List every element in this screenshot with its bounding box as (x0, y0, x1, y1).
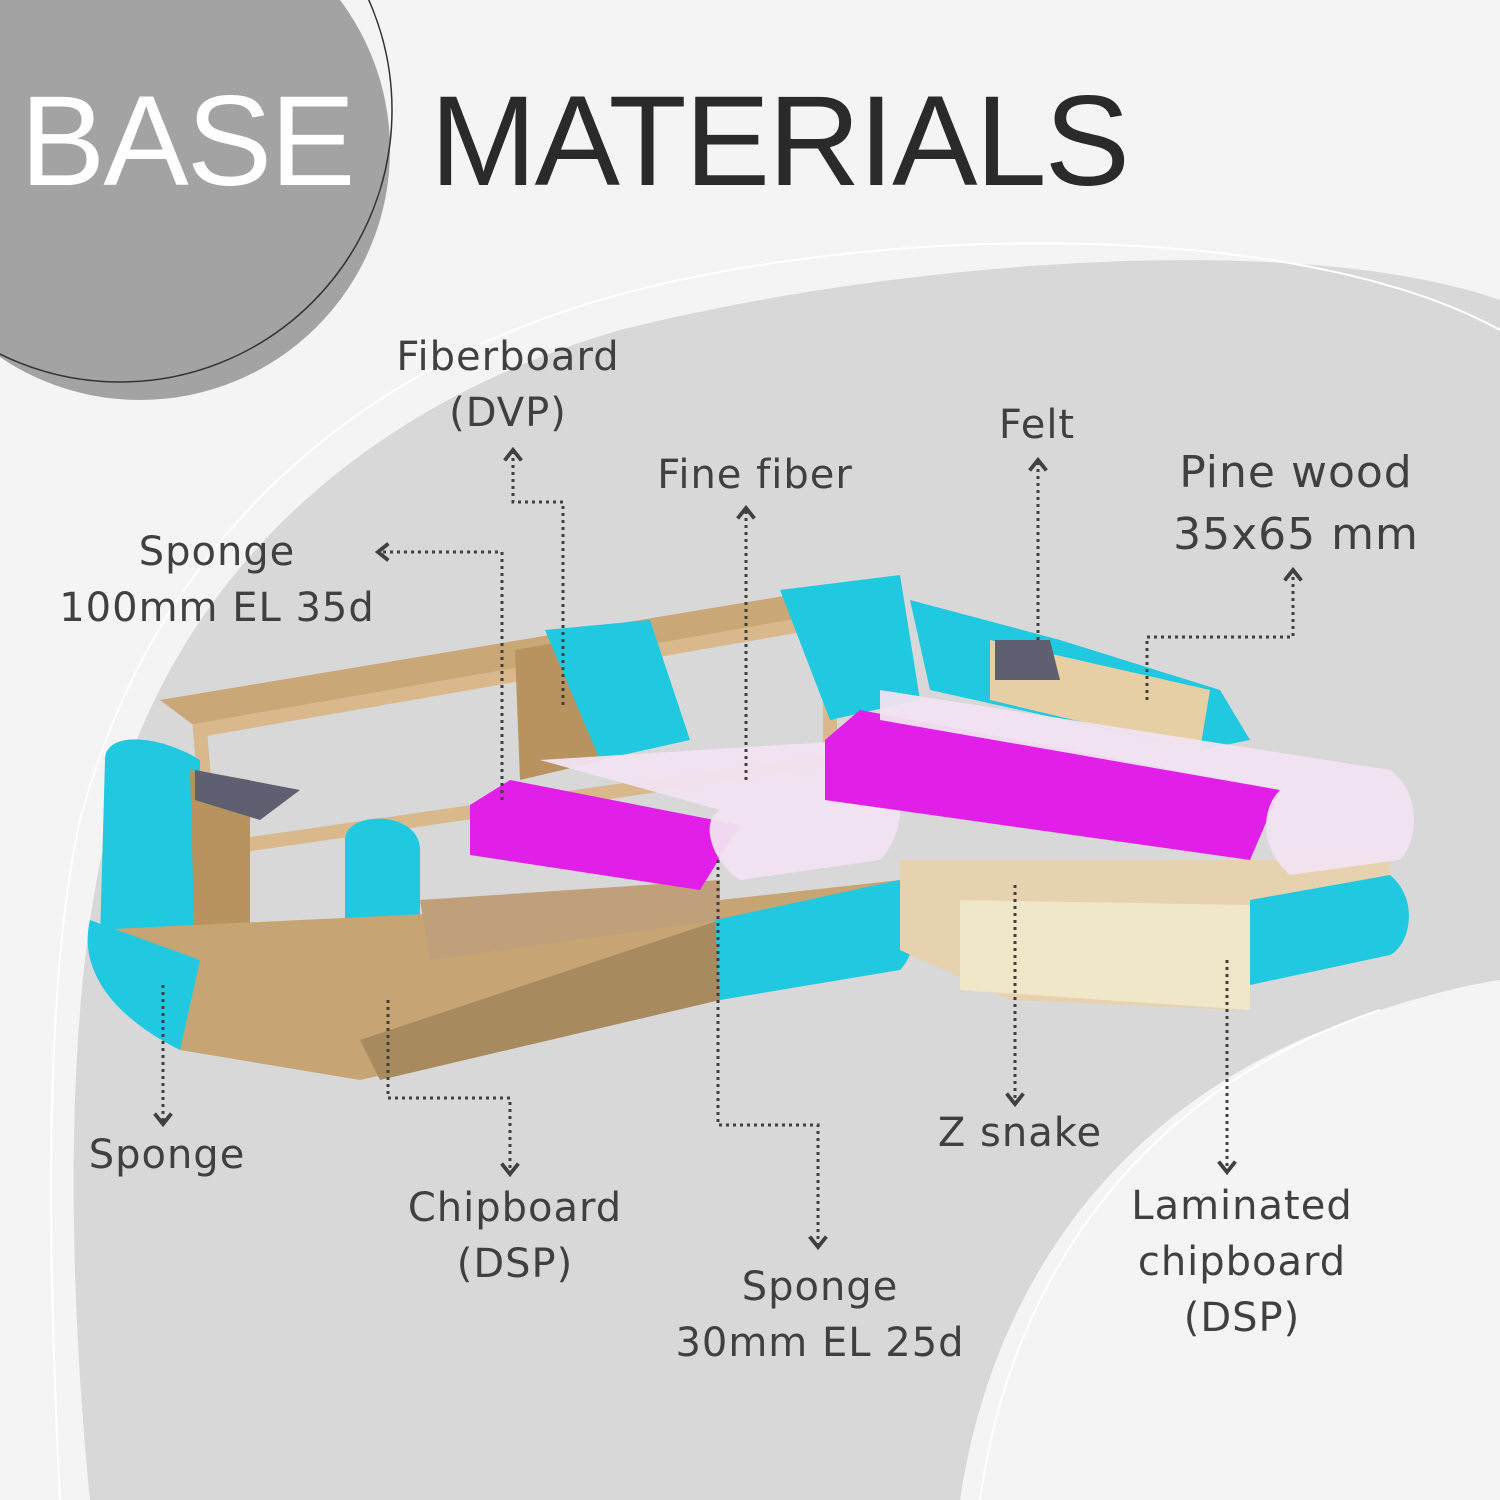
label-line: (DVP) (449, 390, 567, 436)
label-sponge: Sponge (89, 1127, 246, 1183)
sofa (87, 575, 1414, 1080)
label-line: Felt (998, 402, 1076, 448)
label-line: Fine fiber (657, 452, 853, 498)
label-line: (DSP) (456, 1241, 574, 1287)
label-line: 30mm EL 25d (675, 1320, 965, 1366)
title-circle (0, 0, 390, 400)
title-materials: MATERIALS (430, 70, 1130, 213)
label-line: Sponge (741, 1264, 899, 1310)
label-line: Sponge (88, 1132, 246, 1178)
arrow-chipboard (386, 1000, 520, 1178)
label-line: Fiberboard (396, 334, 620, 380)
label-laminated-chipboard: Laminated chipboard (DSP) (1131, 1178, 1352, 1346)
title-base: BASE (20, 70, 355, 213)
label-line: Laminated (1131, 1183, 1353, 1229)
arrow-sponge-30 (716, 860, 828, 1251)
background-outline (50, 242, 1500, 1500)
label-line: Sponge (138, 529, 296, 575)
label-line: chipboard (1137, 1239, 1347, 1285)
label-chipboard: Chipboard (DSP) (408, 1180, 622, 1292)
leader-lines (153, 446, 1303, 1251)
label-line: 35x65 mm (1173, 509, 1419, 560)
arrow-pine-wood (1145, 566, 1303, 700)
label-line: (DSP) (1183, 1295, 1301, 1341)
label-line: Chipboard (407, 1185, 623, 1231)
label-line: Z snake (937, 1110, 1103, 1156)
label-sponge-100: Sponge 100mm EL 35d (59, 524, 375, 636)
label-pine-wood: Pine wood 35x65 mm (1173, 442, 1419, 566)
label-z-snake: Z snake (938, 1105, 1102, 1161)
label-fiberboard: Fiberboard (DVP) (396, 329, 619, 441)
label-sponge-30: Sponge 30mm EL 25d (675, 1259, 964, 1371)
label-fine-fiber: Fine fiber (657, 447, 853, 503)
label-felt: Felt (999, 397, 1075, 453)
background-blob (73, 260, 1500, 1500)
label-line: 100mm EL 35d (59, 585, 375, 631)
arrow-sponge-100 (374, 542, 504, 800)
label-line: Pine wood (1179, 447, 1413, 498)
